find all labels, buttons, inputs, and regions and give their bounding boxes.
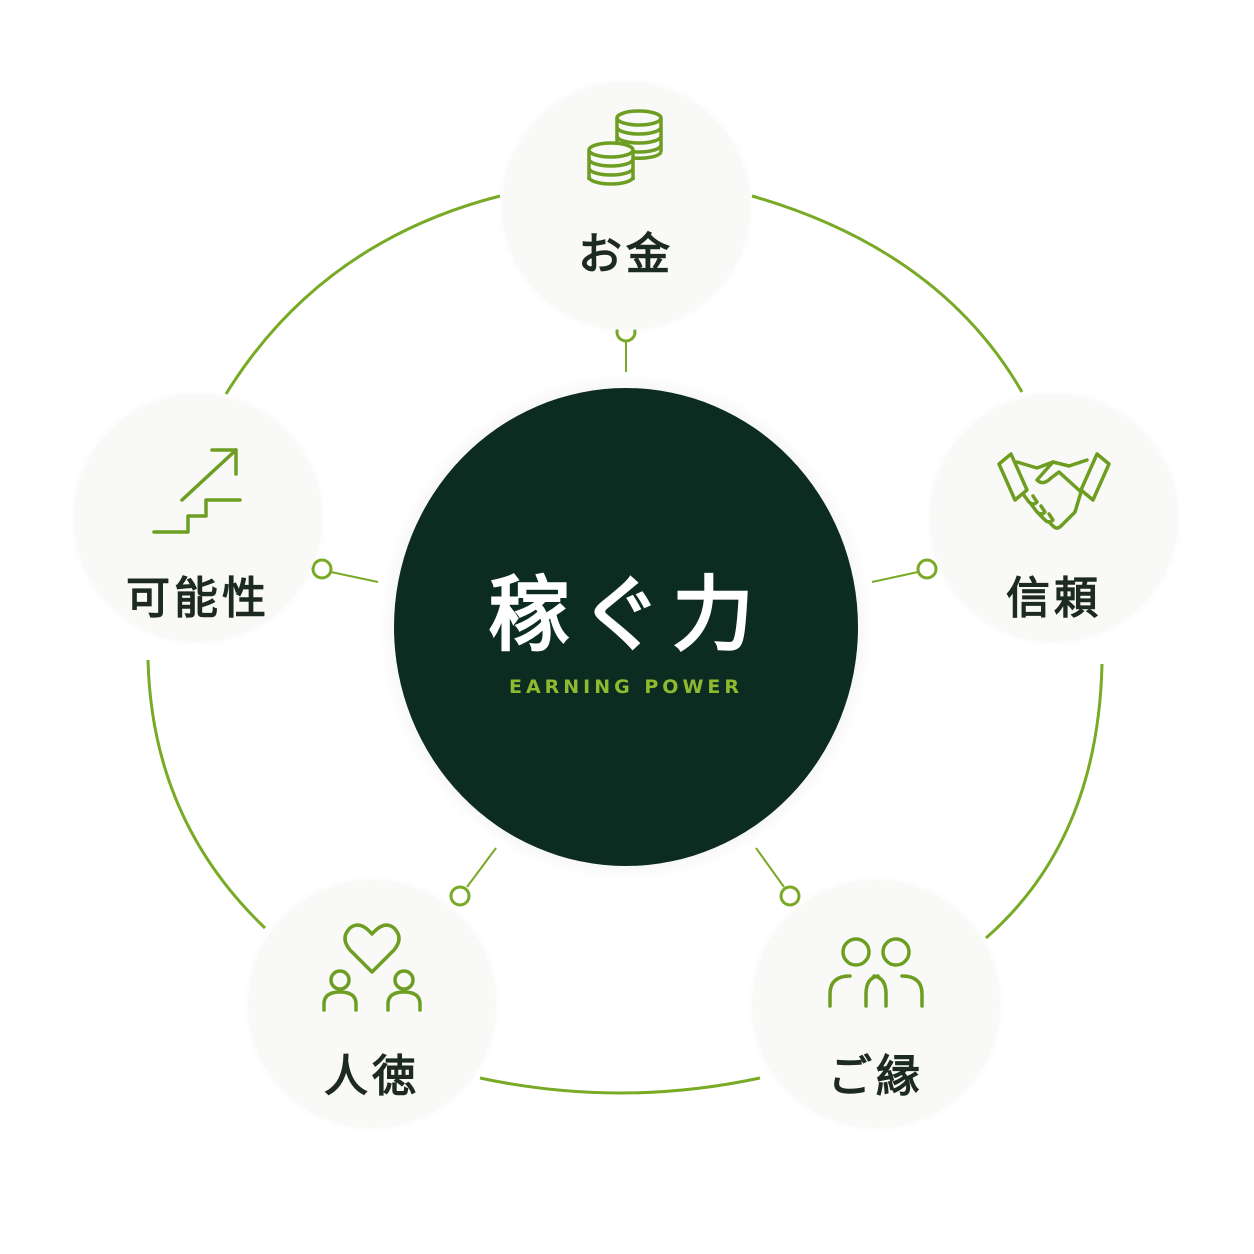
ring-arc-potential-money bbox=[224, 194, 501, 395]
stairs-arrow-icon bbox=[152, 448, 242, 534]
center-subtitle: EARNING POWER bbox=[508, 676, 744, 698]
node-money: お金 bbox=[502, 82, 750, 330]
node-label-connections: ご縁 bbox=[828, 1051, 924, 1102]
node-label-trust: 信頼 bbox=[1006, 573, 1102, 624]
node-label-virtue: 人徳 bbox=[324, 1051, 420, 1102]
ring-arc-connections-virtue bbox=[479, 1076, 761, 1095]
spoke-trust bbox=[871, 571, 919, 583]
node-potential: 可能性 bbox=[74, 394, 322, 642]
node-virtue: 人徳 bbox=[248, 880, 496, 1128]
spoke-virtue bbox=[466, 847, 497, 888]
heart-people-icon bbox=[322, 923, 422, 1012]
center-title: 稼ぐ力 bbox=[487, 567, 764, 663]
node-connections: ご縁 bbox=[752, 880, 1000, 1128]
ring-arc-money-trust bbox=[751, 194, 1024, 393]
center-circle: 稼ぐ力 EARNING POWER bbox=[394, 388, 858, 866]
spoke-dot-trust bbox=[916, 558, 938, 580]
ring-arc-trust-connections bbox=[985, 663, 1104, 940]
node-label-potential: 可能性 bbox=[126, 573, 270, 624]
spoke-potential bbox=[330, 571, 379, 583]
node-trust: 信頼 bbox=[930, 394, 1178, 642]
ring-arc-virtue-potential bbox=[146, 659, 267, 930]
spoke-dot-connections bbox=[779, 885, 801, 907]
handshake-icon bbox=[997, 452, 1111, 530]
people-icon bbox=[828, 937, 924, 1008]
node-label-money: お金 bbox=[578, 229, 674, 280]
coins-icon bbox=[587, 109, 663, 186]
spoke-connections bbox=[755, 847, 785, 888]
spoke-dot-virtue bbox=[449, 885, 471, 907]
spoke-dot-potential bbox=[311, 558, 333, 580]
